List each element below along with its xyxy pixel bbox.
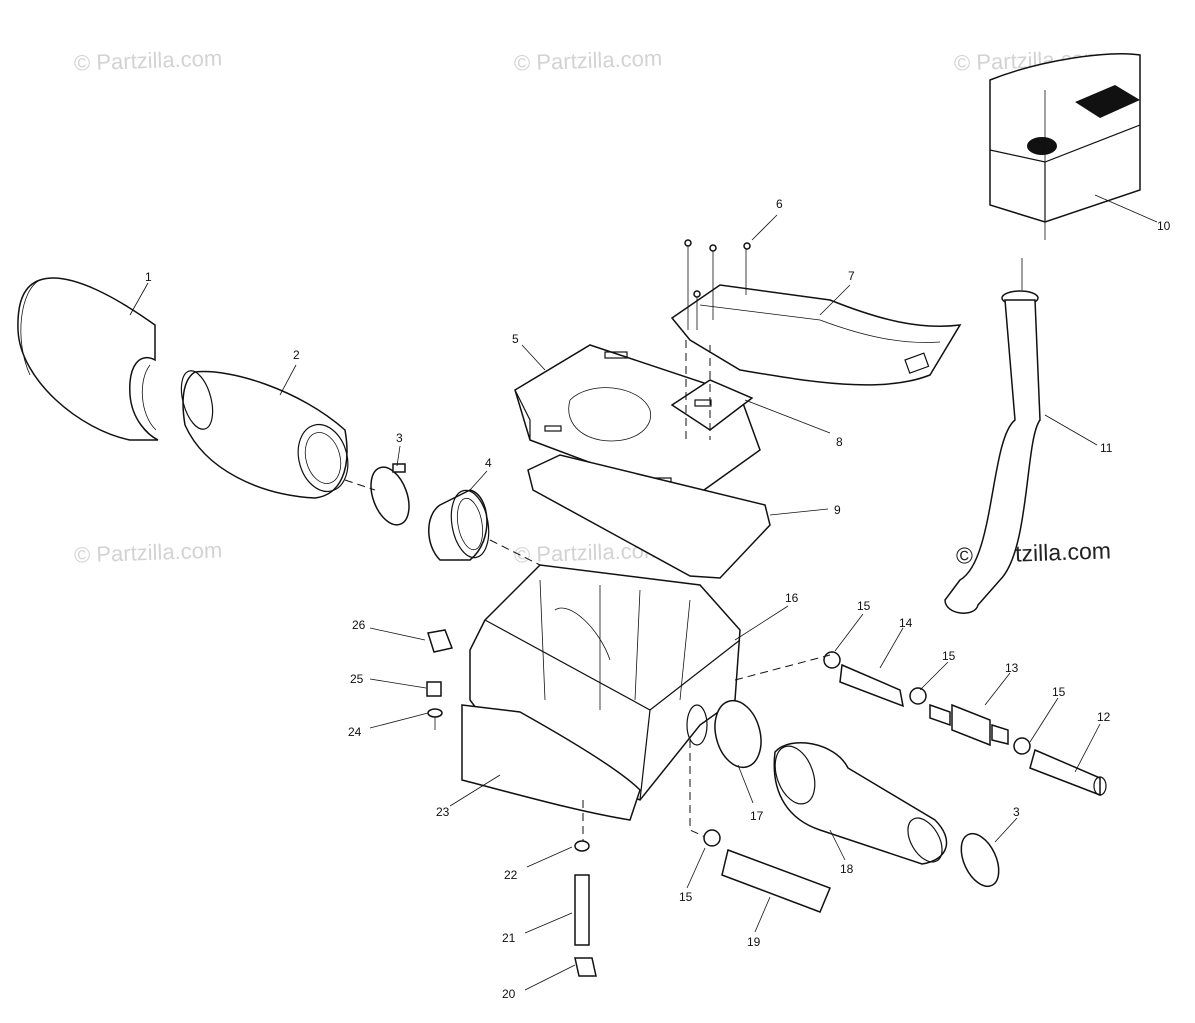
callout-5: 5 <box>512 332 519 346</box>
part-gasket-plate <box>670 379 754 431</box>
callout-2: 2 <box>293 348 300 362</box>
callout-15: 15 <box>1052 685 1066 699</box>
callout-6: 6 <box>776 197 783 211</box>
part-airbox-cover <box>514 344 761 501</box>
callout-24: 24 <box>348 725 362 739</box>
part-adapter <box>428 489 490 561</box>
callout-14: 14 <box>899 616 913 630</box>
callout-22: 22 <box>504 868 518 882</box>
callout-15: 15 <box>857 599 871 613</box>
part-clamp <box>370 463 410 526</box>
part-seal <box>527 454 771 579</box>
part-intake-duct <box>670 284 962 386</box>
callout-3: 3 <box>396 431 403 445</box>
callout-1: 1 <box>145 270 152 284</box>
part-vent-tube <box>944 258 1041 614</box>
leader-dashed <box>734 654 831 681</box>
callout-4: 4 <box>485 456 492 470</box>
callout-17: 17 <box>750 809 764 823</box>
leader-dashed <box>689 740 713 841</box>
callout-3: 3 <box>1013 805 1020 819</box>
callout-10: 10 <box>1157 219 1171 233</box>
callout-15: 15 <box>679 890 693 904</box>
callout-18: 18 <box>840 862 854 876</box>
part-o-ring <box>714 699 762 769</box>
callout-16: 16 <box>785 591 799 605</box>
part-screws <box>684 239 751 330</box>
part-seat-foam <box>989 52 1141 240</box>
part-clamp <box>960 832 1000 888</box>
callout-15: 15 <box>942 649 956 663</box>
callout-7: 7 <box>848 269 855 283</box>
callout-9: 9 <box>834 503 841 517</box>
callout-11: 11 <box>1100 441 1113 455</box>
part-fasteners <box>426 629 454 730</box>
part-pre-filter <box>17 277 159 441</box>
part-drain-assembly <box>574 800 597 977</box>
part-boot <box>773 742 948 865</box>
leader-lines <box>129 194 1158 991</box>
part-drain-hose <box>721 849 831 913</box>
part-hose-clamp <box>703 829 721 847</box>
callout-21: 21 <box>502 931 516 945</box>
callout-13: 13 <box>1005 661 1019 675</box>
callout-labels: 1 2 3 4 5 6 7 8 9 10 11 12 13 14 15 15 1… <box>145 197 1171 1001</box>
callout-20: 20 <box>502 987 516 1001</box>
part-breather-line <box>823 651 1107 797</box>
callout-23: 23 <box>436 805 450 819</box>
callout-8: 8 <box>836 435 843 449</box>
callout-12: 12 <box>1097 710 1111 724</box>
callout-26: 26 <box>352 618 366 632</box>
callout-25: 25 <box>350 672 364 686</box>
callout-19: 19 <box>747 935 761 949</box>
leader-dashed <box>685 340 711 440</box>
part-side-panel <box>461 704 641 821</box>
part-air-filter <box>180 370 349 499</box>
